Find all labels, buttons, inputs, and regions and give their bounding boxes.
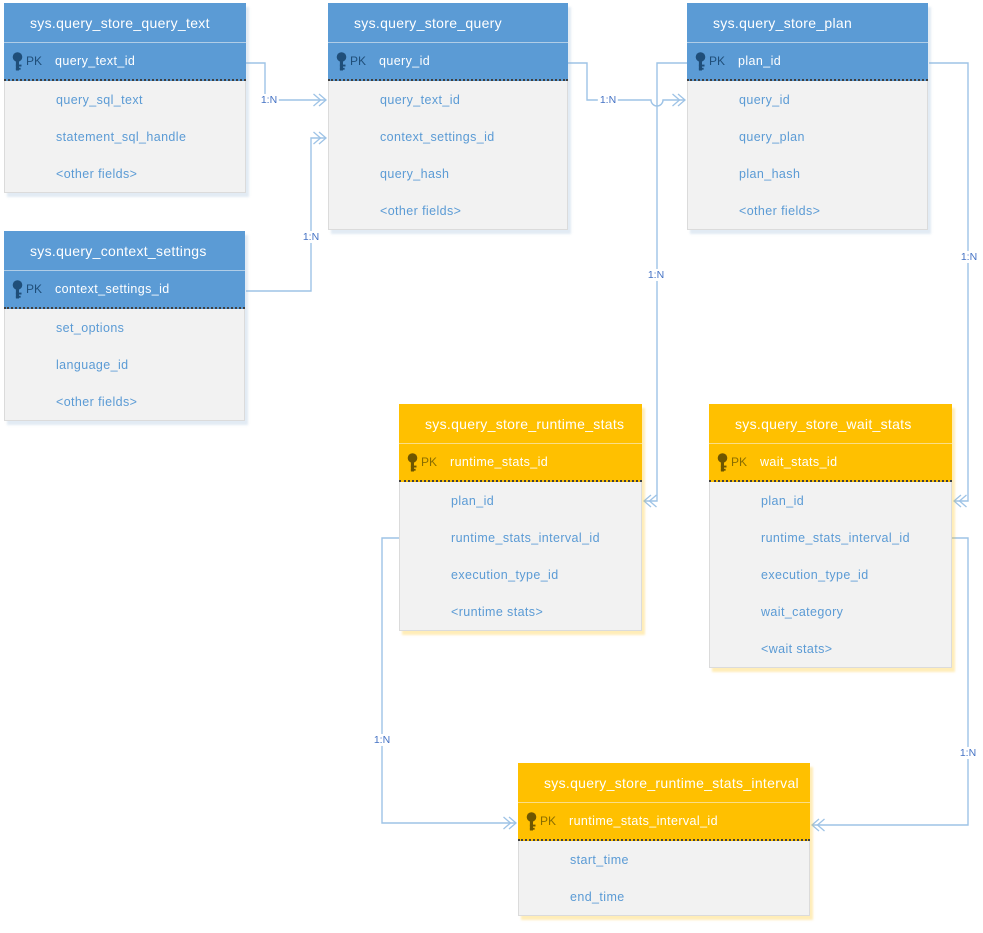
primary-key-icon: [11, 52, 25, 72]
field-execution-type-id: execution_type_id: [451, 567, 559, 582]
entity-title: sys.query_store_query_text: [4, 3, 246, 43]
pk-field-runtime-stats-interval-id: runtime_stats_interval_id: [569, 814, 718, 828]
pk-badge: PK: [350, 54, 367, 68]
field-plan-id: plan_id: [761, 493, 805, 508]
field-wait-stats: <wait stats>: [761, 641, 833, 656]
entity-title: sys.query_store_plan: [687, 3, 928, 43]
entity-title: sys.query_store_runtime_stats: [399, 404, 642, 444]
pk-badge: PK: [731, 455, 748, 469]
primary-key-icon: [716, 453, 730, 473]
field-start-time: start_time: [570, 852, 629, 867]
primary-key-row: PK runtime_stats_interval_id: [518, 803, 810, 841]
entity-title: sys.query_store_query: [328, 3, 568, 43]
field-wait-category: wait_category: [761, 604, 844, 619]
field-query-hash: query_hash: [380, 166, 450, 181]
primary-key-icon: [406, 453, 420, 473]
pk-field-runtime-stats-id: runtime_stats_id: [450, 455, 549, 469]
primary-key-row: PK wait_stats_id: [709, 444, 952, 482]
pk-field-query-text-id: query_text_id: [55, 54, 136, 68]
entity-field-list: plan_id runtime_stats_interval_id executio…: [709, 482, 952, 668]
pk-field-context-settings-id: context_settings_id: [55, 282, 170, 296]
pk-field-query-id: query_id: [379, 54, 431, 68]
field-runtime-stats: <runtime stats>: [451, 604, 544, 619]
entity-field-list: plan_id runtime_stats_interval_id executio…: [399, 482, 642, 631]
pk-badge: PK: [26, 54, 43, 68]
connector-wait-stats-to-interval: [811, 537, 969, 832]
connector-plan-to-wait-stats: [929, 62, 969, 508]
field-query-text-id: query_text_id: [380, 92, 461, 107]
field-statement-sql-handle: statement_sql_handle: [56, 129, 187, 144]
field-plan-hash: plan_hash: [739, 166, 801, 181]
primary-key-icon: [11, 280, 25, 300]
connector-context-settings-to-query: [246, 131, 327, 292]
field-query-plan: query_plan: [739, 129, 805, 144]
primary-key-icon: [525, 812, 539, 832]
connector-query-to-plan: [568, 62, 686, 107]
primary-key-row: PK plan_id: [687, 43, 928, 81]
entity-field-list: start_time end_time: [518, 841, 810, 916]
field-context-settings-id: context_settings_id: [380, 129, 495, 144]
primary-key-row: PK query_id: [328, 43, 568, 81]
field-query-sql-text: query_sql_text: [56, 92, 143, 107]
pk-field-plan-id: plan_id: [738, 54, 782, 68]
field-set-options: set_options: [56, 320, 125, 335]
entity-title: sys.query_store_wait_stats: [709, 404, 952, 444]
field-other-fields: <other fields>: [56, 166, 138, 181]
pk-badge: PK: [709, 54, 726, 68]
entity-field-list: query_id query_plan plan_hash <other fields…: [687, 81, 928, 230]
pk-field-wait-stats-id: wait_stats_id: [760, 455, 838, 469]
field-other-fields: <other fields>: [56, 394, 138, 409]
field-runtime-stats-interval-id: runtime_stats_interval_id: [761, 530, 910, 545]
pk-badge: PK: [540, 814, 557, 828]
primary-key-row: PK query_text_id: [4, 43, 246, 81]
entity-field-list: set_options language_id <other fields>: [4, 309, 245, 421]
field-execution-type-id: execution_type_id: [761, 567, 869, 582]
field-other-fields: <other fields>: [739, 203, 821, 218]
entity-field-list: query_sql_text statement_sql_handle <other…: [4, 81, 246, 193]
field-query-id: query_id: [739, 92, 791, 107]
field-end-time: end_time: [570, 889, 625, 904]
entity-title: sys.query_store_runtime_stats_interval: [518, 763, 810, 803]
connector-runtime-stats-to-interval: [381, 537, 517, 830]
entity-field-list: query_text_id context_settings_id query_ha…: [328, 81, 568, 230]
field-other-fields: <other fields>: [380, 203, 462, 218]
primary-key-row: PK context_settings_id: [4, 271, 245, 309]
pk-badge: PK: [421, 455, 438, 469]
field-language-id: language_id: [56, 357, 129, 372]
primary-key-row: PK runtime_stats_id: [399, 444, 642, 482]
entity-title: sys.query_context_settings: [4, 231, 245, 271]
primary-key-icon: [335, 52, 349, 72]
field-runtime-stats-interval-id: runtime_stats_interval_id: [451, 530, 600, 545]
connector-query-text-to-query: [246, 62, 327, 107]
field-plan-id: plan_id: [451, 493, 495, 508]
connector-plan-to-runtime-stats: [643, 62, 687, 508]
primary-key-icon: [694, 52, 708, 72]
pk-badge: PK: [26, 282, 43, 296]
